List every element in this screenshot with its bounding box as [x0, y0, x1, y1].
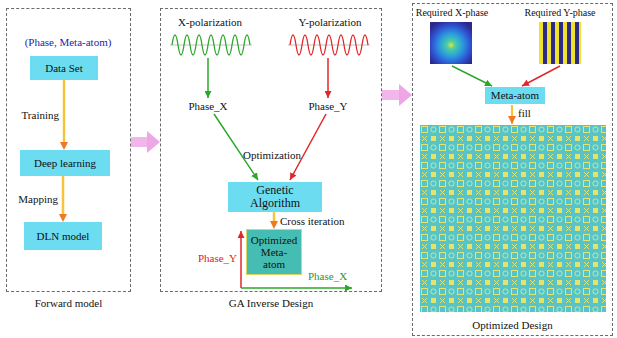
box-label: Optimized Meta-atom [250, 234, 298, 270]
edge-label: Mapping [17, 193, 59, 205]
x-phase-map [430, 22, 472, 64]
x-wave [172, 35, 250, 55]
wave-axis [170, 45, 252, 46]
phase-y-axis [240, 231, 242, 288]
red-arrow [290, 114, 326, 180]
box-label: Deep learning [34, 157, 96, 169]
wave-axis [288, 45, 370, 46]
box-label: Data Set [45, 62, 83, 74]
annotation-label: Phase_Y [198, 252, 237, 264]
annotation-label: Required Y-phase [525, 7, 596, 18]
green-arrow [207, 58, 209, 98]
annotation-label: fill [518, 107, 531, 119]
annotation-label: Required X-phase [416, 7, 488, 18]
flow-arrow [62, 176, 65, 214]
red-arrow [327, 58, 329, 98]
annotation-label: Phase_X [308, 270, 347, 282]
metasurface-grid [420, 125, 606, 312]
process-box: Meta-atom [485, 87, 545, 104]
annotation-label: Phase_Y [308, 100, 347, 112]
box-label: DLN model [37, 230, 90, 242]
stage-arrow [131, 137, 147, 147]
stage-arrow [382, 90, 399, 100]
phase-x-axis [241, 287, 352, 289]
edge-label: Training [21, 109, 61, 121]
box-label: Meta-atom [491, 89, 539, 101]
meta-atom-image: Optimized Meta-atom [246, 229, 302, 275]
y-wave [290, 35, 368, 55]
box-label: Genetic Algorithm [242, 184, 308, 210]
process-box: Data Set [30, 56, 98, 80]
panel-caption: Forward model [7, 297, 130, 309]
annotation-label: Optimization [243, 149, 301, 161]
process-box: Genetic Algorithm [228, 182, 322, 212]
panel-caption: Optimized Design [413, 319, 612, 331]
flow-arrow [63, 80, 66, 142]
panel: Meta-atomOptimized Design [412, 3, 613, 336]
edge-label: Cross iteration [279, 215, 345, 227]
annotation-label: Y-polarization [299, 16, 362, 28]
green-arrow [214, 114, 258, 180]
y-phase-map [539, 22, 581, 64]
process-box: Deep learning [20, 150, 110, 176]
process-box: DLN model [24, 222, 102, 250]
green-arrow [452, 66, 492, 86]
annotation-label: (Phase, Meta-atom) [25, 36, 112, 48]
annotation-label: Phase_X [188, 100, 227, 112]
panel: Data SetDeep learningDLN modelForward mo… [6, 8, 131, 292]
red-arrow [522, 66, 560, 86]
flow-arrow [273, 212, 276, 221]
panel-caption: GA Inverse Design [161, 297, 381, 309]
annotation-label: X-polarization [178, 16, 242, 28]
fill-arrow [511, 105, 513, 124]
